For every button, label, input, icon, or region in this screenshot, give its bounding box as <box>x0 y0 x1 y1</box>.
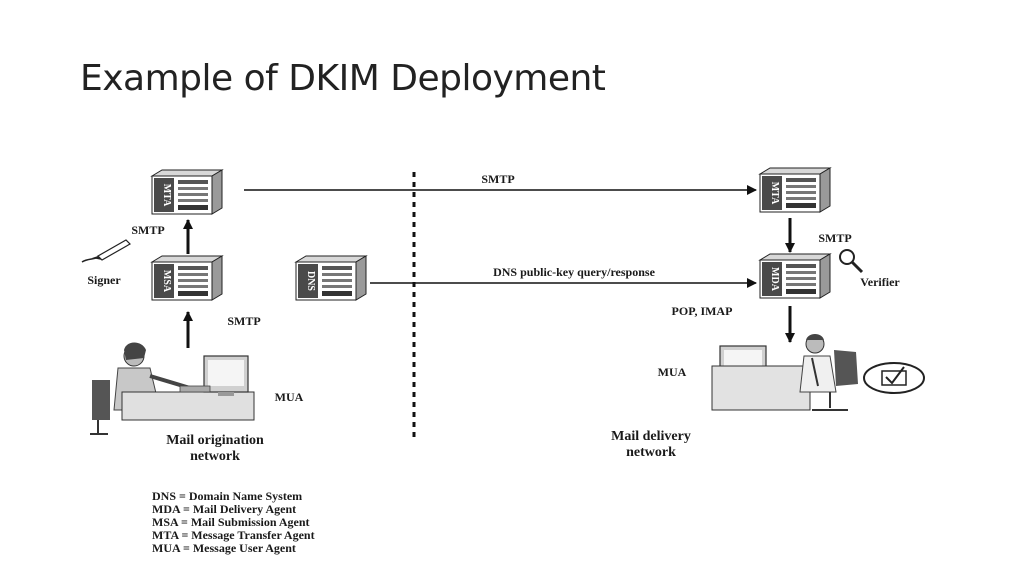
svg-text:DNS: DNS <box>305 271 316 291</box>
svg-text:MSA: MSA <box>161 270 172 293</box>
origin-network-label-line1: Mail origination <box>166 433 264 448</box>
svg-text:MTA: MTA <box>769 182 780 205</box>
mua-left-label: MUA <box>275 390 304 404</box>
dns-server-icon: DNS <box>295 255 367 301</box>
verified-mail-icon <box>863 362 925 394</box>
smtp-right-label: SMTP <box>818 231 851 245</box>
verifier-magnifier-icon <box>839 249 864 274</box>
mda-server-icon: MDA <box>759 253 831 299</box>
smtp-left-lower-label: SMTP <box>227 314 260 328</box>
dns-query-label: DNS public-key query/response <box>493 265 655 279</box>
legend-item: DNS = Domain Name System <box>152 489 302 503</box>
origin-network-label-line2: network <box>190 449 240 464</box>
pop-imap-label: POP, IMAP <box>672 304 733 318</box>
smtp-top-label: SMTP <box>481 172 514 186</box>
svg-text:MDA: MDA <box>769 267 780 292</box>
legend-item: MSA = Mail Submission Agent <box>152 515 310 529</box>
sender-workstation-icon <box>90 342 255 435</box>
signer-pen-icon <box>81 239 131 263</box>
mta-left-server-icon: MTA <box>151 169 223 215</box>
signer-label: Signer <box>87 273 121 287</box>
verifier-label: Verifier <box>860 275 900 289</box>
delivery-network-label-line2: network <box>626 445 676 460</box>
legend-item: MUA = Message User Agent <box>152 541 296 555</box>
legend-item: MTA = Message Transfer Agent <box>152 528 315 542</box>
mta-right-server-icon: MTA <box>759 167 831 213</box>
slide-title: Example of DKIM Deployment <box>80 58 606 99</box>
msa-server-icon: MSA <box>151 255 223 301</box>
smtp-left-upper-label: SMTP <box>131 223 164 237</box>
abbreviation-legend: DNS = Domain Name System MDA = Mail Deli… <box>152 489 315 555</box>
svg-text:MTA: MTA <box>161 184 172 207</box>
recipient-workstation-icon <box>711 334 858 411</box>
legend-item: MDA = Mail Delivery Agent <box>152 502 296 516</box>
delivery-network-label-line1: Mail delivery <box>611 429 691 444</box>
mua-right-label: MUA <box>658 365 687 379</box>
